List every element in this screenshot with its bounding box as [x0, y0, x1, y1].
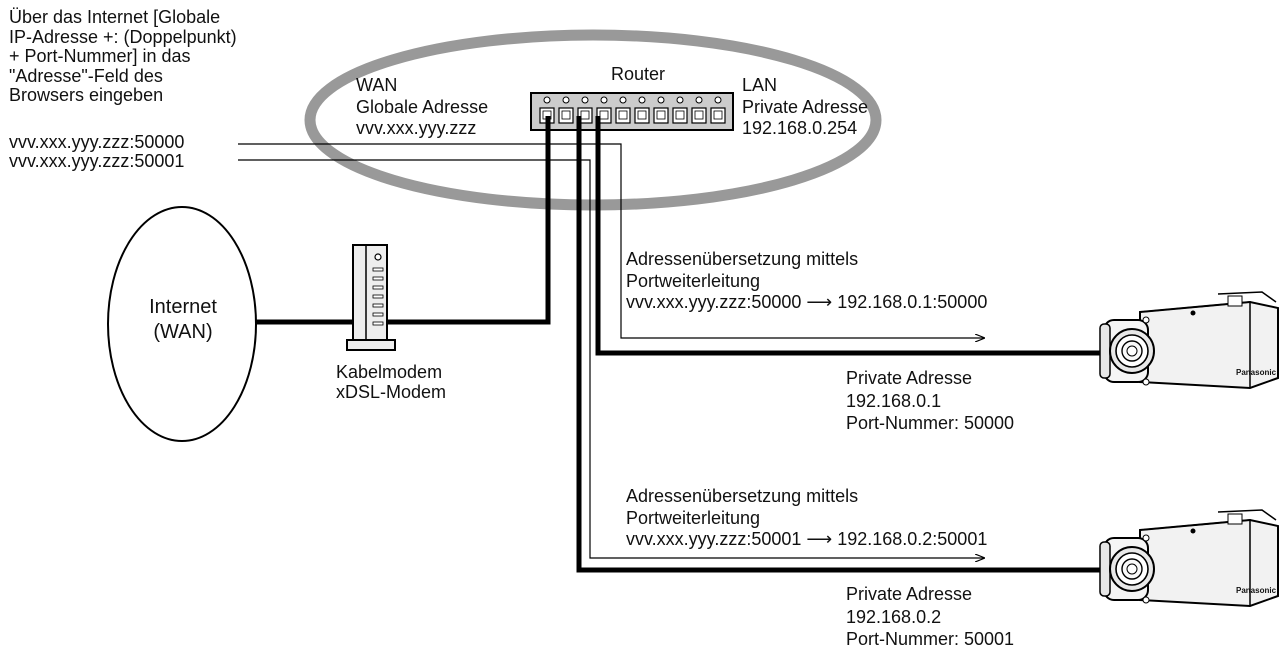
router-led: [620, 97, 626, 103]
router-port: [559, 108, 573, 123]
router-port: [616, 108, 630, 123]
router-port: [635, 108, 649, 123]
router-port: [711, 108, 725, 123]
camera-1-brand: Panasonic: [1236, 368, 1276, 377]
router-led: [601, 97, 607, 103]
router-port: [673, 108, 687, 123]
router-led: [696, 97, 702, 103]
camera-1-label: Private Adresse 192.168.0.1 Port-Nummer:…: [846, 367, 1014, 435]
cable-router-camera-1: [598, 116, 1118, 353]
router-led: [563, 97, 569, 103]
modem-led: [373, 322, 383, 325]
router-led: [677, 97, 683, 103]
camera-2-label: Private Adresse 192.168.0.2 Port-Nummer:…: [846, 583, 1014, 651]
cable-internet-modem-router: [222, 116, 548, 322]
router-led: [639, 97, 645, 103]
router-port-socket: [657, 111, 665, 119]
router-led: [715, 97, 721, 103]
modem-led: [373, 295, 383, 298]
modem-led: [373, 304, 383, 307]
modem-device: [347, 245, 395, 350]
internet-label: Internet (WAN): [126, 295, 240, 345]
router-port-socket: [638, 111, 646, 119]
router-port-socket: [600, 111, 608, 119]
router-port-socket: [695, 111, 703, 119]
lan-label: LAN Private Adresse 192.168.0.254: [742, 75, 868, 140]
translation-1: Adressenübersetzung mittels Portweiterle…: [626, 249, 987, 314]
url-2: vvv.xxx.yyy.zzz:50001: [9, 151, 184, 171]
router-port-socket: [543, 111, 551, 119]
router-port-socket: [562, 111, 570, 119]
router-port-socket: [714, 111, 722, 119]
modem-label: Kabelmodem xDSL-Modem: [336, 362, 446, 402]
router-port: [578, 108, 592, 123]
router-port-socket: [581, 111, 589, 119]
url-1: vvv.xxx.yyy.zzz:50000: [9, 132, 184, 152]
camera-2-brand: Panasonic: [1236, 586, 1276, 595]
router-led: [582, 97, 588, 103]
router-port: [597, 108, 611, 123]
modem-led: [373, 286, 383, 289]
router-device: [531, 93, 733, 130]
router-label: Router: [611, 64, 665, 84]
router-port-socket: [676, 111, 684, 119]
router-led: [544, 97, 550, 103]
browser-instruction: Über das Internet [Globale IP-Adresse +:…: [9, 8, 237, 106]
wan-label: WAN Globale Adresse vvv.xxx.yyy.zzz: [356, 75, 488, 140]
router-led: [658, 97, 664, 103]
router-port: [654, 108, 668, 123]
router-port-socket: [619, 111, 627, 119]
router-port: [540, 108, 554, 123]
modem-led: [373, 268, 383, 271]
router-port: [692, 108, 706, 123]
modem-led: [373, 313, 383, 316]
modem-led: [373, 277, 383, 280]
translation-2: Adressenübersetzung mittels Portweiterle…: [626, 486, 987, 551]
